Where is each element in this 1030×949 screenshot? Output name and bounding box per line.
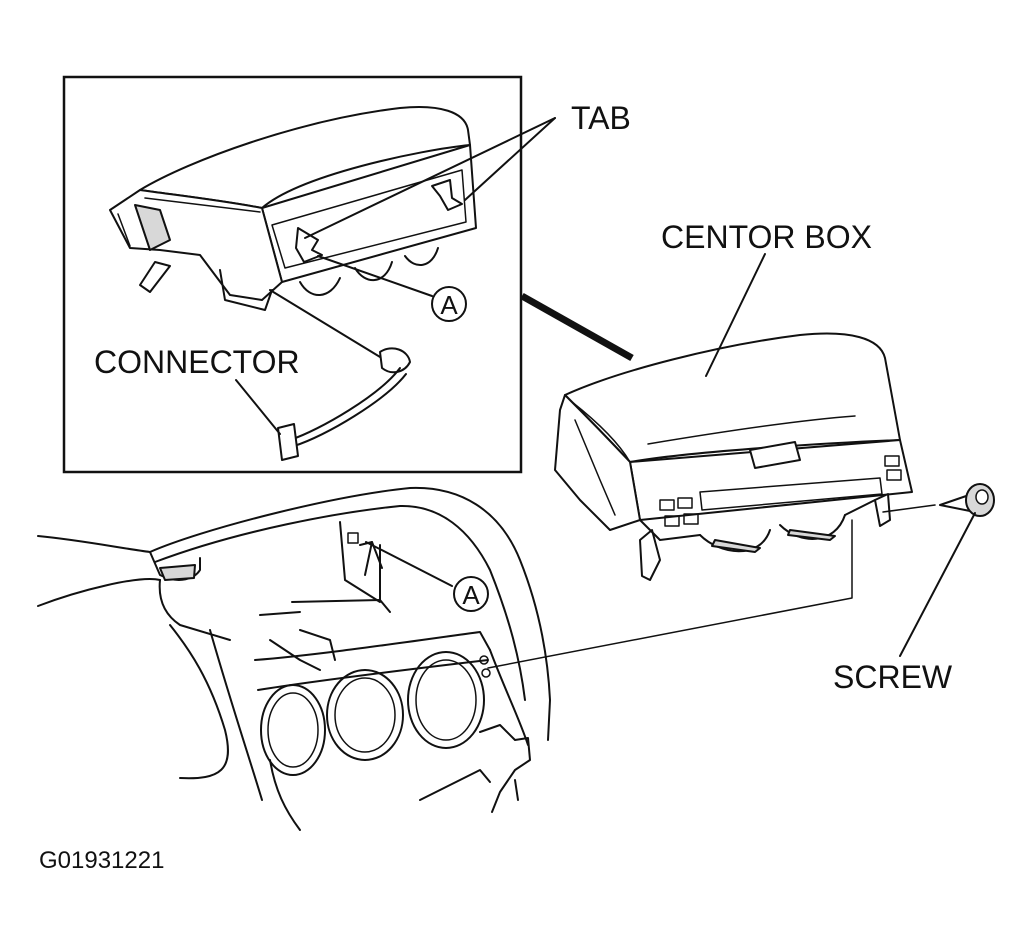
harness-line [269, 289, 386, 361]
callout-a-inset-text: A [440, 290, 458, 320]
screw-leader [899, 512, 976, 657]
inset-tab-left [295, 227, 323, 263]
screw [939, 483, 995, 517]
inset-center-box [109, 106, 477, 461]
callout-a-dash-leader [365, 541, 453, 587]
mount-alignment-line [487, 519, 853, 669]
inset-tab-right [431, 179, 463, 211]
screw-axis-line [882, 504, 936, 513]
connector-label: CONNECTOR [94, 344, 300, 380]
inset-pointer [520, 292, 634, 362]
connector-leader [235, 379, 281, 435]
screw-label: SCREW [833, 659, 953, 695]
tab-label: TAB [571, 100, 631, 136]
inset-detail: TAB A CONNECTOR [62, 75, 631, 474]
figure-id: G01931221 [39, 847, 164, 874]
dashboard [37, 486, 551, 831]
connector-plug [277, 423, 299, 461]
callout-a-inset-circle [431, 286, 467, 322]
center-box [554, 332, 913, 581]
callout-a-dash-circle [453, 576, 489, 612]
center-box-leader [705, 253, 766, 377]
center-box-label: CENTOR BOX [661, 219, 872, 255]
callout-a-inset-leader [317, 255, 433, 297]
tab-leader-right [464, 117, 556, 201]
tab-leader-left [304, 117, 556, 239]
callout-a-dash-text: A [462, 580, 480, 610]
